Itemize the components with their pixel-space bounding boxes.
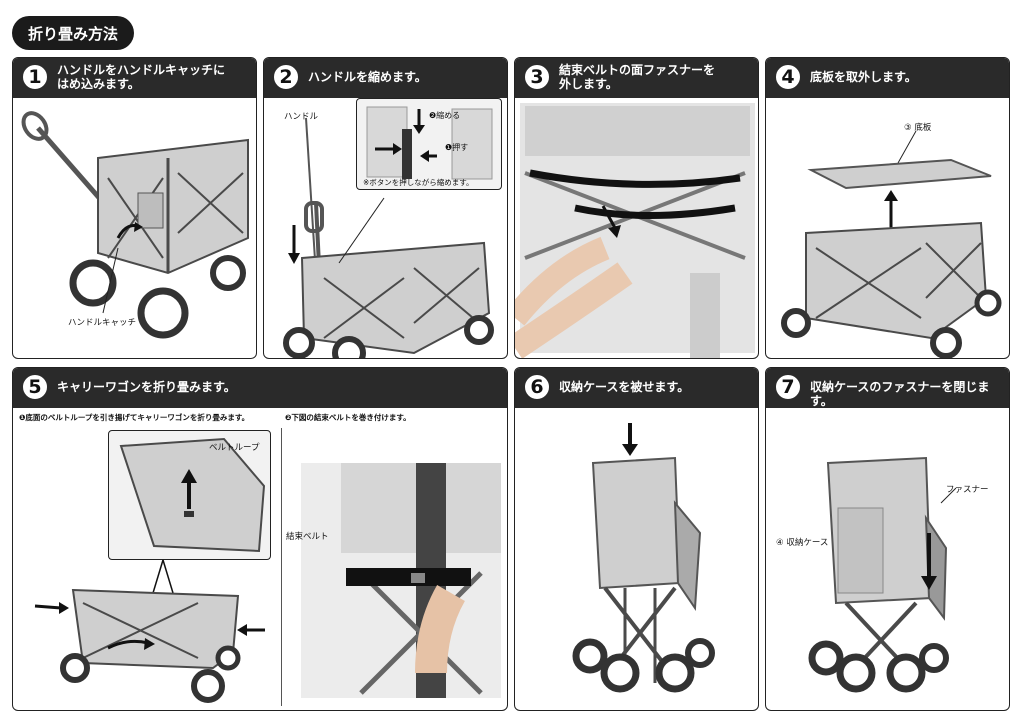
step-1-header: 1 ハンドルをハンドルキャッチに はめ込みます。 [13,58,256,98]
step-5-substep-1: ❶底面のベルトループを引き揚げてキャリーワゴンを折り畳みます。 [19,413,250,422]
step-7-panel: 7 収納ケースのファスナーを閉じます。 ファスナー ④ 収納ケース [765,367,1010,711]
step-2-title: ハンドルを縮めます。 [308,70,427,84]
step-4-panel: 4 底板を取外します。 ③ 底板 [765,57,1010,359]
step-5-title: キャリーワゴンを折り畳みます。 [57,380,236,394]
step-7-title: 収納ケースのファスナーを閉じます。 [810,380,990,408]
step-6-panel: 6 収納ケースを被せます。 [514,367,759,711]
page-title: 折り畳み方法 [12,16,134,50]
step-6-case-illustration [572,423,715,693]
push-label: ❶押す [445,143,469,152]
handle-label: ハンドル [284,112,319,122]
step-5-number: 5 [21,373,49,401]
handle-button-detail [366,106,493,180]
step-3-panel: 3 結束ベルトの面ファスナーを 外します。 [514,57,759,359]
step-2-wagon-illustration [283,117,494,358]
step-3-number: 3 [523,63,551,91]
step-6-title: 収納ケースを被せます。 [559,380,690,394]
zipper-label: ファスナー [946,485,989,495]
step-6-header: 6 収納ケースを被せます。 [515,368,758,408]
step-3-belt-illustration [515,103,755,358]
step-2-number: 2 [272,63,300,91]
step-7-zipper-illustration [808,456,957,693]
step-1-number: 1 [21,63,49,91]
storage-case-label: ④ 収納ケース [776,538,829,548]
step-5-substep-2: ❷下図の結束ベルトを巻き付けます。 [285,413,411,422]
step-2-header: 2 ハンドルを縮めます。 [264,58,507,98]
step-3-header: 3 結束ベルトの面ファスナーを 外します。 [515,58,758,98]
step-1-panel: 1 ハンドルをハンドルキャッチに はめ込みます。 ハンドルキャッチ [12,57,257,359]
step-1-wagon-illustration [21,111,249,339]
step-5-wagon-illustration [34,559,265,703]
binding-belt-label: 結束ベルト [286,532,329,542]
binding-belt-illustration [301,463,501,698]
step-1-title: ハンドルをハンドルキャッチに はめ込みます。 [57,63,226,91]
shrink-label: ❷縮める [429,111,461,120]
step-4-header: 4 底板を取外します。 [766,58,1009,98]
belt-loop-label: ベルトループ [209,443,260,453]
bottom-board-label: ③ 底板 [904,123,932,133]
step-5-inset-loop: ベルトループ [108,430,271,560]
step-6-number: 6 [523,373,551,401]
step-4-number: 4 [774,63,802,91]
step-4-board-illustration [781,130,1002,358]
note-label: ※ボタンを押しながら縮めます。 [363,178,474,187]
step-5-panel: 5 キャリーワゴンを折り畳みます。 ❶底面のベルトループを引き揚げてキャリーワゴ… [12,367,508,711]
step-7-number: 7 [774,373,802,401]
step-3-title: 結束ベルトの面ファスナーを 外します。 [559,63,716,91]
step-5-divider [281,428,282,706]
step-4-title: 底板を取外します。 [810,70,917,84]
belt-loop-detail [119,437,266,553]
step-5-header: 5 キャリーワゴンを折り畳みます。 [13,368,507,408]
step-2-inset-detail: ❷縮める ❶押す ※ボタンを押しながら縮めます。 [356,98,502,190]
step-2-panel: 2 ハンドルを縮めます。 ハンドル ❷縮める ❶押す [263,57,508,359]
handle-catch-label: ハンドルキャッチ [68,318,137,328]
step-7-header: 7 収納ケースのファスナーを閉じます。 [766,368,1009,408]
